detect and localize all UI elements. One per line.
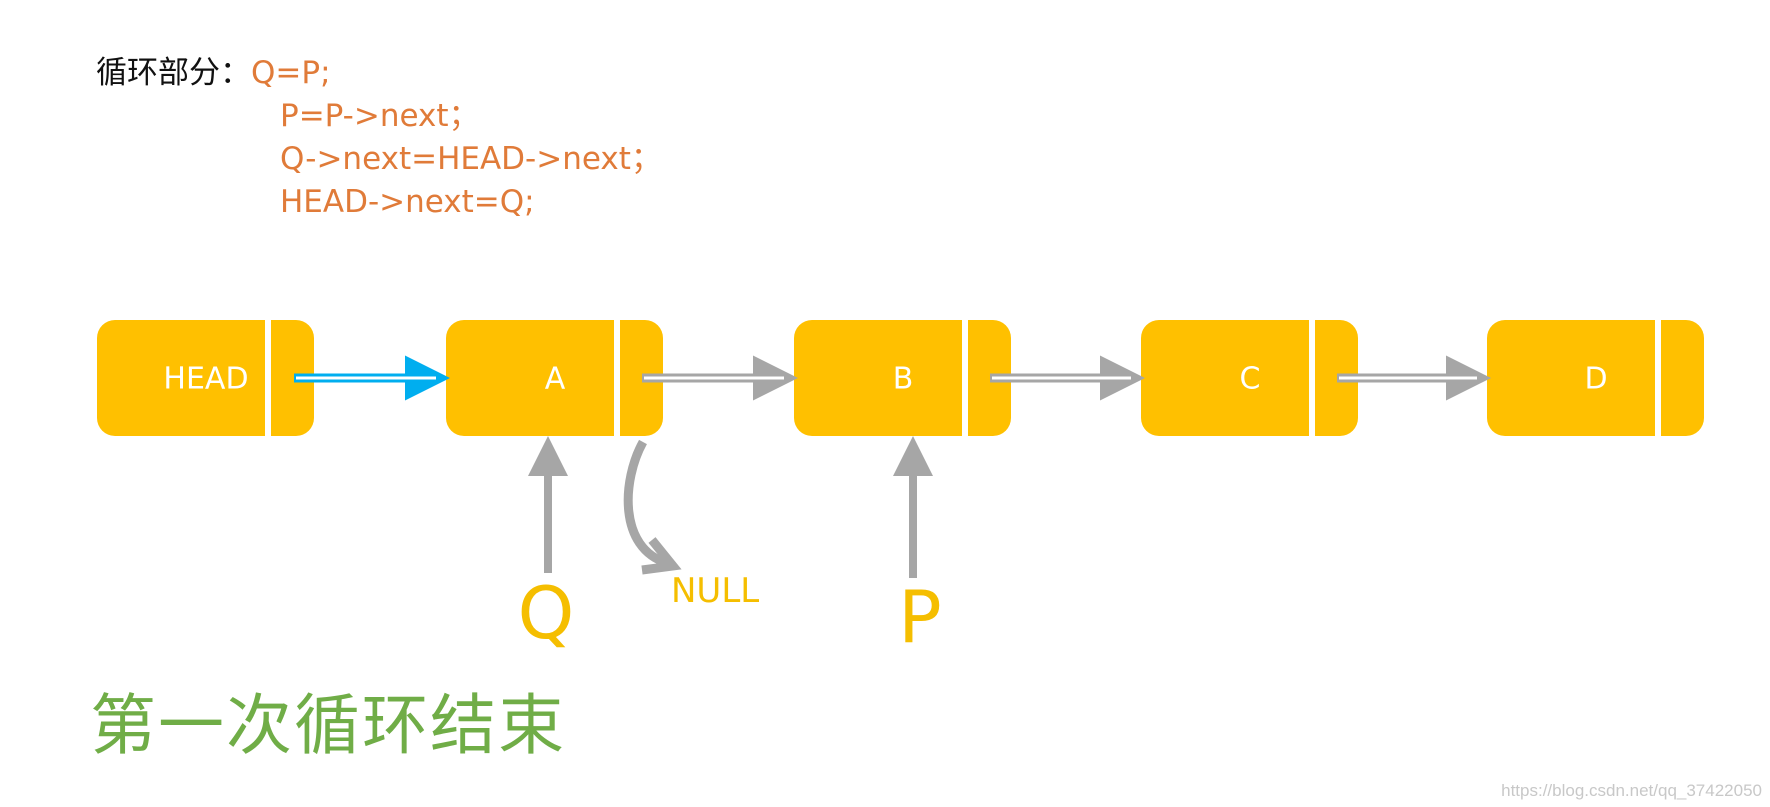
node-head: HEAD — [97, 320, 314, 436]
arrow-a-to-null — [623, 439, 669, 568]
watermark: https://blog.csdn.net/qq_37422050 — [1501, 781, 1762, 800]
node-c-label: C — [1240, 362, 1261, 397]
code-statement-1: Q=P; — [251, 55, 331, 91]
node-c: C — [1141, 320, 1358, 436]
node-d: D — [1487, 320, 1704, 436]
null-label: NULL — [671, 571, 759, 611]
node-b: B — [794, 320, 1011, 436]
caption: 第一次循环结束 — [90, 687, 566, 764]
node-b-label: B — [893, 362, 914, 397]
node-d-label: D — [1584, 362, 1607, 397]
code-block: 循环部分：Q=P; P=P->next； Q->next=HEAD->next；… — [96, 52, 662, 224]
node-a: A — [446, 320, 663, 436]
node-a-label: A — [545, 362, 566, 397]
code-label: 循环部分： — [96, 55, 251, 91]
node-head-label: HEAD — [163, 362, 248, 397]
pointer-q-label: Q — [518, 571, 575, 655]
arrow-a-to-null-head — [641, 537, 682, 575]
code-statement-4: HEAD->next=Q; — [280, 184, 535, 220]
code-statement-3: Q->next=HEAD->next； — [280, 141, 662, 177]
code-line-1: 循环部分：Q=P; — [96, 52, 662, 95]
pointer-p-label: P — [898, 575, 941, 659]
code-statement-2: P=P->next； — [280, 98, 480, 134]
